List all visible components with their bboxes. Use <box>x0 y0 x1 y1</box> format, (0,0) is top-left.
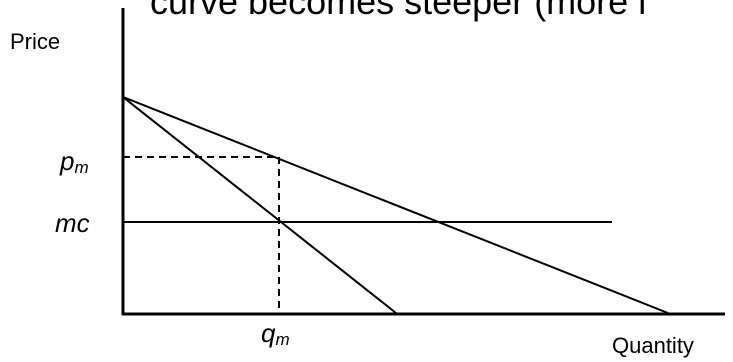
x-axis-label: Quantity <box>612 333 694 358</box>
monopoly-quantity-subscript: m <box>275 330 290 349</box>
monopoly-price-symbol: p <box>60 146 75 176</box>
monopoly-price-label: pm <box>60 148 89 176</box>
demand-curve <box>122 96 669 314</box>
monopoly-price-subscript: m <box>74 158 89 177</box>
caption-text: curve becomes steeper (more i <box>150 0 647 22</box>
marginal-cost-label: mc <box>55 208 90 238</box>
y-axis-label: Price <box>10 29 61 54</box>
monopoly-quantity-label: qm <box>261 320 290 348</box>
monopoly-quantity-symbol: q <box>261 318 276 348</box>
marginal-revenue-curve <box>122 96 397 314</box>
